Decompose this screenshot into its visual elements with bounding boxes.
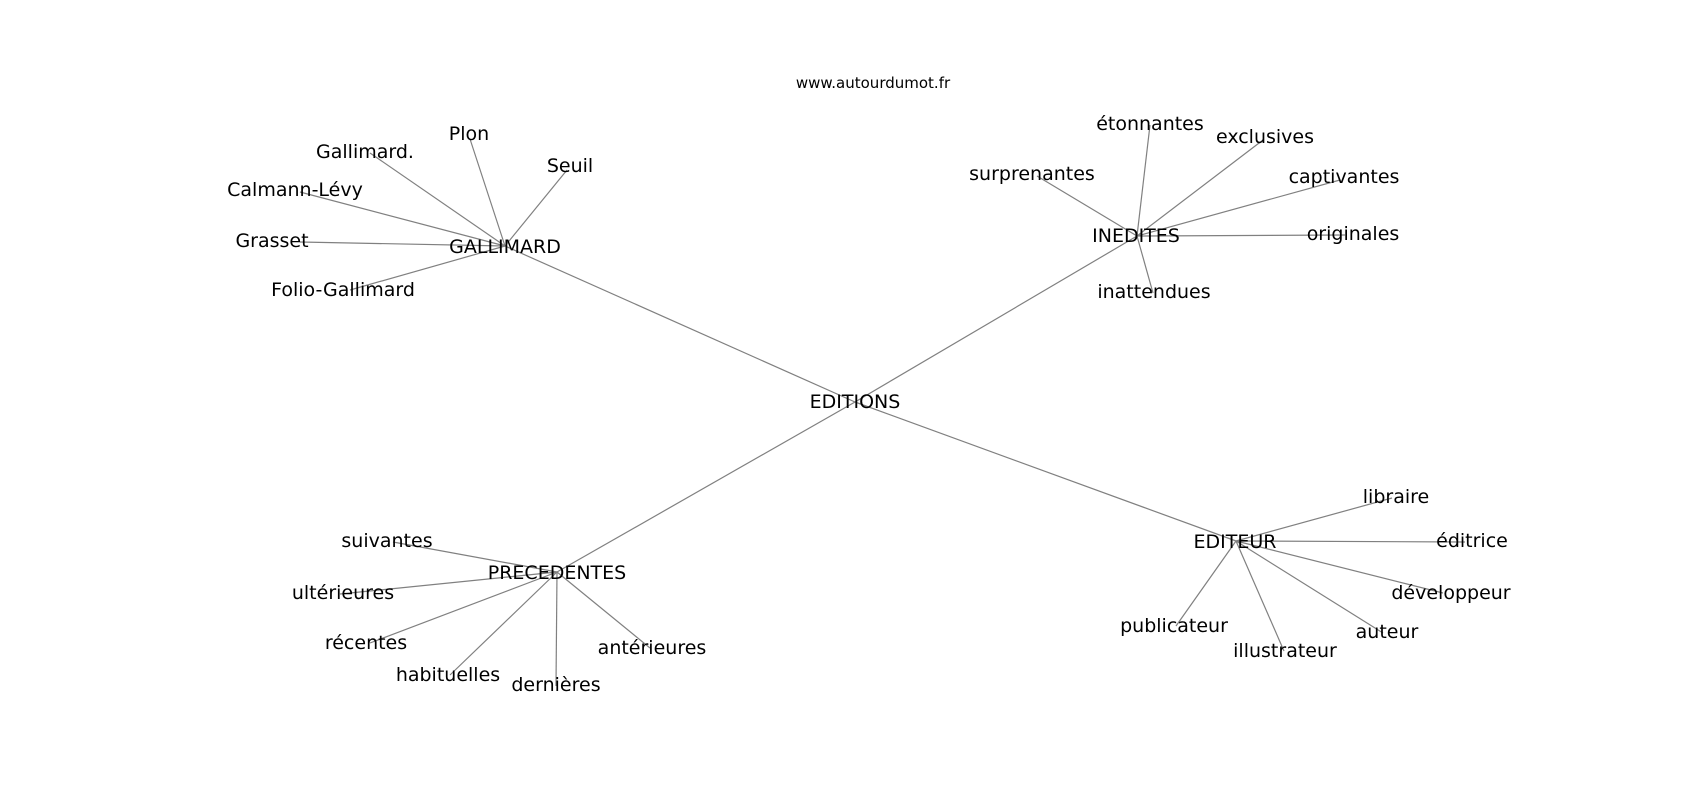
hub-leaf-edge: [449, 571, 558, 676]
hub-node-inedites: INEDITES: [1092, 225, 1180, 247]
hub-leaf-edge: [1136, 139, 1264, 237]
hub-leaf-edge: [299, 241, 506, 247]
leaf-node: libraire: [1363, 486, 1429, 508]
leaf-node: antérieures: [598, 637, 707, 659]
leaf-node: exclusives: [1216, 126, 1314, 148]
hub-node-gallimard: GALLIMARD: [449, 236, 561, 258]
hub-leaf-edge: [1136, 124, 1151, 237]
hub-leaf-edge: [339, 571, 558, 595]
hub-leaf-edge: [1235, 540, 1466, 543]
hub-leaf-edge: [555, 571, 558, 687]
leaf-node: récentes: [325, 632, 407, 654]
hub-node-precedentes: PRECEDENTES: [488, 562, 626, 584]
hub-leaf-edge: [1136, 179, 1341, 237]
leaf-node: captivantes: [1289, 166, 1400, 188]
hub-leaf-edge: [1235, 497, 1393, 542]
hub-leaf-edge: [349, 245, 506, 291]
hub-leaf-edge: [1175, 540, 1237, 627]
hub-leaf-edge: [369, 571, 558, 644]
center-hub-edge: [556, 401, 856, 573]
leaf-node: Calmann-Lévy: [227, 179, 363, 201]
leaf-node: Folio-Gallimard: [271, 279, 415, 301]
hub-leaf-edge: [1235, 540, 1285, 652]
center-node: EDITIONS: [810, 391, 901, 413]
leaf-node: dernières: [511, 674, 600, 696]
leaf-node: surprenantes: [969, 163, 1095, 185]
leaf-node: habituelles: [396, 664, 500, 686]
leaf-node: étonnantes: [1096, 113, 1204, 135]
leaf-node: Grasset: [235, 230, 308, 252]
hub-leaf-edge: [1136, 235, 1154, 294]
leaf-node: illustrateur: [1233, 640, 1337, 662]
site-url: www.autourdumot.fr: [796, 74, 951, 92]
leaf-node: éditrice: [1436, 530, 1508, 552]
leaf-node: ultérieures: [292, 582, 394, 604]
edges-layer: [299, 124, 1466, 687]
hub-leaf-edge: [1235, 540, 1384, 634]
hub-node-editeur: EDITEUR: [1194, 531, 1277, 553]
leaf-node: Plon: [449, 123, 489, 145]
leaf-node: développeur: [1391, 582, 1510, 604]
hub-leaf-edge: [469, 138, 506, 247]
center-hub-edge: [854, 401, 1237, 542]
leaf-node: inattendues: [1097, 281, 1210, 303]
hub-leaf-edge: [392, 541, 558, 573]
hub-leaf-edge: [1036, 175, 1138, 237]
center-hub-edge: [504, 245, 856, 403]
leaf-node: originales: [1307, 223, 1400, 245]
hub-leaf-edge: [504, 169, 568, 247]
leaf-node: Gallimard.: [316, 141, 414, 163]
hub-leaf-edge: [1136, 234, 1346, 237]
center-hub-edge: [854, 235, 1138, 403]
leaf-node: auteur: [1356, 621, 1419, 643]
hub-leaf-edge: [556, 571, 651, 649]
hub-leaf-edge: [1235, 540, 1444, 594]
leaf-node: suivantes: [341, 530, 432, 552]
leaf-node: publicateur: [1120, 615, 1228, 637]
leaf-node: Seuil: [547, 155, 593, 177]
hub-leaf-edge: [299, 191, 506, 247]
hub-leaf-edge: [369, 152, 506, 247]
